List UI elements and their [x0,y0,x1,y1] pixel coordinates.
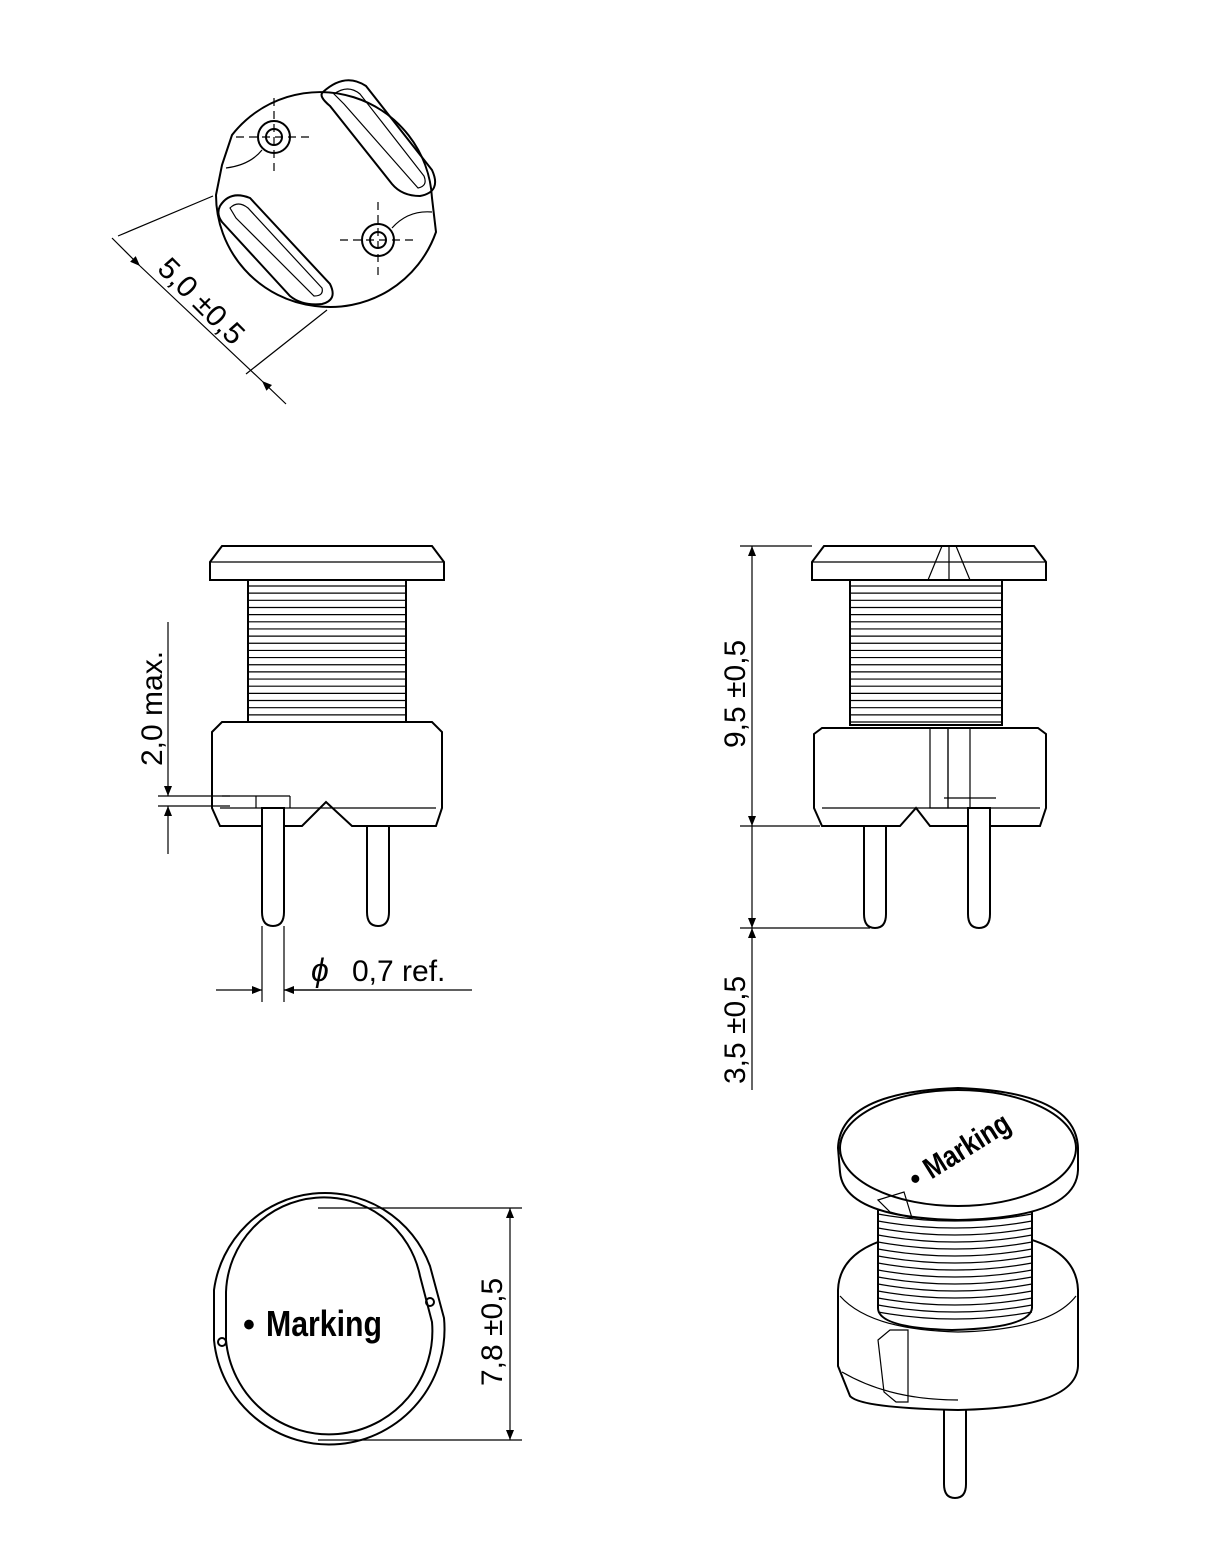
iso-top-face [839,1089,1077,1207]
iso-flange [836,1086,1079,1222]
winding-turn [877,1227,1033,1236]
pin-right-view-2 [967,807,991,930]
winding-turn [877,1248,1033,1257]
marking-label: Marking [266,1303,382,1344]
pin-left [261,807,285,928]
standoff-label: 2,0 max. [136,651,169,766]
winding-turn [877,1262,1033,1271]
pin-right-view-1 [863,825,887,930]
bottom-view-outline [214,91,438,309]
top-view-inner [225,1196,434,1436]
winding-turn [877,1269,1033,1278]
top-flange-right [811,545,1047,581]
slot-upper [320,79,436,198]
base [211,721,443,827]
top-flange [209,545,445,581]
winding-turn [877,1311,1033,1320]
iso-winding-turns [877,1213,1033,1320]
body-diameter-label: 7,8 ±0,5 [476,1278,509,1386]
winding-turn [877,1297,1033,1306]
marking-dot: • [243,1306,255,1344]
winding-turn [877,1290,1033,1299]
slot-lower [217,194,334,306]
winding-turn [877,1241,1033,1250]
lead-length-label: 3,5 ±0,5 [719,976,752,1084]
winding-turn [877,1220,1033,1229]
top-view-outline [213,1192,446,1446]
bottom-view: 5,0 ±0,5 [111,79,438,405]
winding-turns [248,585,406,723]
winding-turn [877,1304,1033,1313]
pin-diameter-symbol: ϕ [311,952,329,988]
winding-turn [877,1276,1033,1285]
iso-pin [943,1401,967,1500]
winding-turn [877,1213,1033,1222]
side-view-right: 9,5 ±0,5 3,5 ±0,5 [719,545,1047,1090]
pin-diameter-label: 0,7 ref. [352,955,445,988]
winding-turn [877,1283,1033,1292]
top-view-marking: • Marking 7,8 ±0,5 [213,1192,522,1446]
winding-right [849,579,1003,726]
pin-spacing-label: 5,0 ±0,5 [151,252,251,352]
winding [247,579,407,726]
pin-right [366,825,390,928]
winding-turn [877,1255,1033,1264]
side-view-left: 2,0 max. ϕ 0,7 ref. [136,545,472,1002]
winding-turns-right [850,585,1002,723]
body-height-label: 9,5 ±0,5 [719,640,752,748]
isometric-view: • Marking [836,1086,1079,1500]
winding-turn [877,1234,1033,1243]
